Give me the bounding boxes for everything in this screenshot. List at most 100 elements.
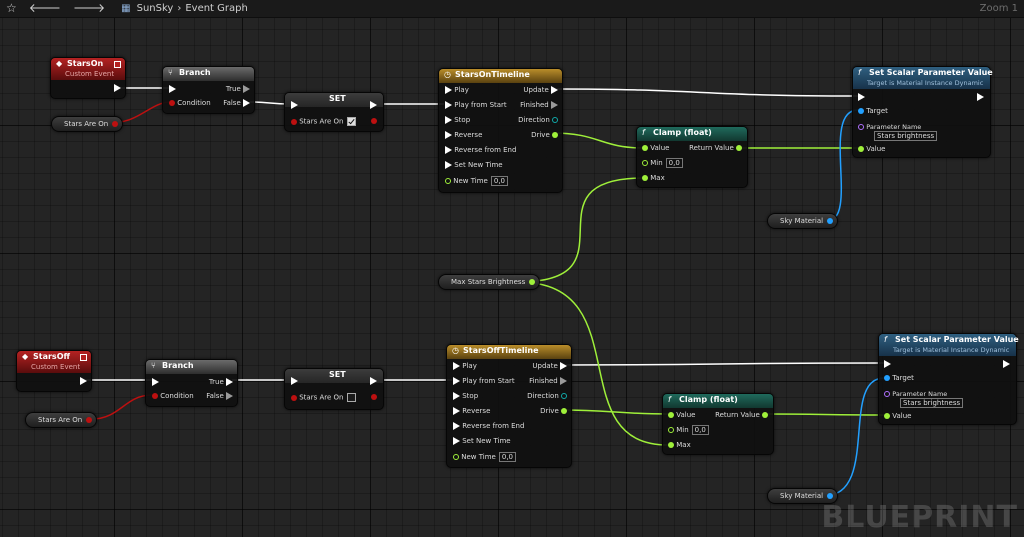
exec-out-pin[interactable] [1003,360,1010,369]
condition-pin[interactable]: Condition [169,99,211,108]
arrow-right-icon[interactable]: 🡒 [72,1,106,15]
delegate-pin-icon[interactable] [114,61,121,68]
update-pin[interactable]: Update [523,86,558,95]
checkbox[interactable] [347,117,357,126]
exec-out-pin[interactable] [370,377,377,386]
true-pin[interactable]: True [209,378,233,387]
value-pin[interactable]: Value [884,412,911,421]
timeline-stars-on[interactable]: ◷StarsOnTimeline Play Play from Start St… [438,68,563,193]
exec-out-pin[interactable] [114,84,121,93]
play-from-start-pin[interactable]: Play from Start [445,101,507,110]
breadcrumb-root[interactable]: SunSky [136,3,174,14]
finished-pin[interactable]: Finished [529,377,567,386]
drive-pin[interactable]: Drive [531,131,558,140]
bool-out-pin[interactable] [371,117,377,126]
stars-are-on-pin[interactable]: Stars Are On [291,393,357,403]
play-pin[interactable]: Play [445,86,469,95]
function-icon: f [668,395,671,404]
checkbox[interactable] [347,393,357,402]
min-field[interactable]: 0,0 [665,158,683,168]
stop-pin[interactable]: Stop [453,392,478,401]
star-icon[interactable]: ☆ [6,1,17,15]
exec-in-pin[interactable] [884,360,891,369]
function-icon: f [858,68,861,77]
exec-in-pin[interactable] [152,378,159,387]
direction-pin[interactable]: Direction [527,392,567,401]
arrow-left-icon[interactable]: 🡐 [28,1,61,15]
bool-out-pin[interactable] [112,121,119,127]
var-stars-are-on[interactable]: Stars Are On [51,116,124,132]
new-time-field[interactable]: 0,0 [498,452,516,462]
parameter-name-pin[interactable]: Parameter Name [858,123,921,132]
set-node[interactable]: SET Stars Are On [284,92,384,132]
direction-pin[interactable]: Direction [518,116,558,125]
set-new-time-pin[interactable]: Set New Time [453,437,511,446]
set-node[interactable]: SET Stars Are On [284,368,384,410]
reverse-pin[interactable]: Reverse [445,131,482,140]
new-time-field[interactable]: 0,0 [490,176,508,186]
float-out-pin[interactable] [529,279,536,285]
stars-are-on-pin[interactable]: Stars Are On [291,117,357,127]
chevron-right-icon: › [177,3,182,14]
value-pin[interactable]: Value [642,144,669,153]
var-stars-are-on[interactable]: Stars Are On [25,412,98,428]
target-pin[interactable]: Target [858,107,888,116]
false-pin[interactable]: False [223,99,250,108]
bool-out-pin[interactable] [371,393,377,402]
value-pin[interactable]: Value [858,145,885,154]
object-out-pin[interactable] [827,218,834,224]
max-pin[interactable]: Max [668,441,691,450]
value-pin[interactable]: Value [668,411,695,420]
reverse-from-end-pin[interactable]: Reverse from End [445,146,516,155]
var-sky-material[interactable]: Sky Material [767,213,839,229]
exec-in-pin[interactable] [291,101,298,110]
exec-out-pin[interactable] [370,101,377,110]
exec-in-pin[interactable] [858,93,865,102]
target-pin[interactable]: Target [884,374,914,383]
exec-out-pin[interactable] [977,93,984,102]
var-max-stars-brightness[interactable]: Max Stars Brightness [438,274,541,290]
min-field[interactable]: 0,0 [691,425,709,435]
reverse-from-end-pin[interactable]: Reverse from End [453,422,524,431]
float-wire [551,132,645,149]
reverse-pin[interactable]: Reverse [453,407,490,416]
parameter-name-pin[interactable]: Parameter Name [884,390,947,399]
branch-node[interactable]: ⑂Branch Condition True False [162,66,255,114]
parameter-name-field[interactable]: Stars brightness [871,131,938,141]
update-pin[interactable]: Update [532,362,567,371]
max-pin[interactable]: Max [642,174,665,183]
true-pin[interactable]: True [226,85,250,94]
delegate-pin-icon[interactable] [80,354,87,361]
object-out-pin[interactable] [827,493,834,499]
blueprint-watermark: BLUEPRINT [821,500,1018,535]
play-from-start-pin[interactable]: Play from Start [453,377,515,386]
exec-in-pin[interactable] [169,85,176,94]
timeline-stars-off[interactable]: ◷StarsOffTimeline Play Play from Start S… [446,344,572,468]
stop-pin[interactable]: Stop [445,116,470,125]
bool-out-pin[interactable] [86,417,93,423]
drive-pin[interactable]: Drive [540,407,567,416]
return-value-pin[interactable]: Return Value [689,144,742,153]
exec-in-pin[interactable] [291,377,298,386]
set-new-time-pin[interactable]: Set New Time [445,161,503,170]
return-value-pin[interactable]: Return Value [715,411,768,420]
parameter-name-field[interactable]: Stars brightness [897,398,964,408]
condition-pin[interactable]: Condition [152,392,194,401]
play-pin[interactable]: Play [453,362,477,371]
breadcrumb-current: Event Graph [185,3,248,14]
branch-node[interactable]: ⑂Branch Condition True False [145,359,238,407]
exec-out-pin[interactable] [80,377,87,386]
var-sky-material[interactable]: Sky Material [767,488,839,504]
false-pin[interactable]: False [206,392,233,401]
finished-pin[interactable]: Finished [520,101,558,110]
